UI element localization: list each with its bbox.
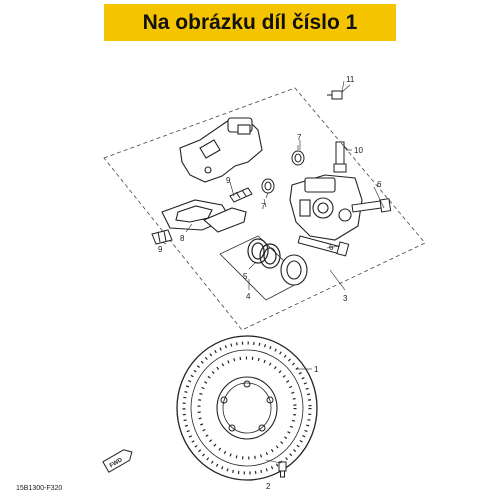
callout-11: 11 <box>346 75 355 84</box>
part-11-bleed-screw <box>327 84 351 100</box>
callout-5: 5 <box>243 272 248 281</box>
drawing-code: 15B1300-F320 <box>16 485 63 492</box>
piston <box>280 254 308 286</box>
callout-9-upper: 9 <box>226 176 231 185</box>
callout-6-lower: 6 <box>329 243 334 252</box>
caliper-assembly-outline <box>103 87 426 331</box>
callout-7-upper: 7 <box>297 133 302 142</box>
caliper-bracket <box>179 117 263 183</box>
callout-3: 3 <box>343 294 348 303</box>
part-9-upper-clip <box>229 187 253 203</box>
banner-title: Na obrázku díl číslo 1 <box>142 10 358 34</box>
title-banner: Na obrázku díl číslo 1 <box>104 4 396 41</box>
fwd-direction-arrow: FWD <box>102 449 133 473</box>
leader-lines <box>161 80 385 464</box>
part-5-piston-seals <box>247 238 281 269</box>
part-1-brake-disc <box>176 335 318 481</box>
part-2-disc-bolt <box>278 461 287 478</box>
part-9-lower-clip <box>151 229 173 245</box>
callout-10: 10 <box>354 146 363 155</box>
callout-6-upper: 6 <box>377 180 382 189</box>
part-6-upper-bolt <box>351 198 392 213</box>
callout-7-lower: 7 <box>261 202 266 211</box>
callout-2: 2 <box>266 482 271 491</box>
callout-9-lower: 9 <box>158 245 163 254</box>
part-8-brake-pads <box>161 199 247 233</box>
part-10-bleed-nipple <box>333 141 352 173</box>
part-7-upper-boot <box>291 145 305 166</box>
caliper-body <box>289 174 363 241</box>
callout-4: 4 <box>246 292 251 301</box>
part-6-lower-bolt <box>297 235 350 257</box>
callout-8: 8 <box>180 234 185 243</box>
part-7-lower-boot <box>261 178 275 199</box>
callout-1: 1 <box>314 365 319 374</box>
